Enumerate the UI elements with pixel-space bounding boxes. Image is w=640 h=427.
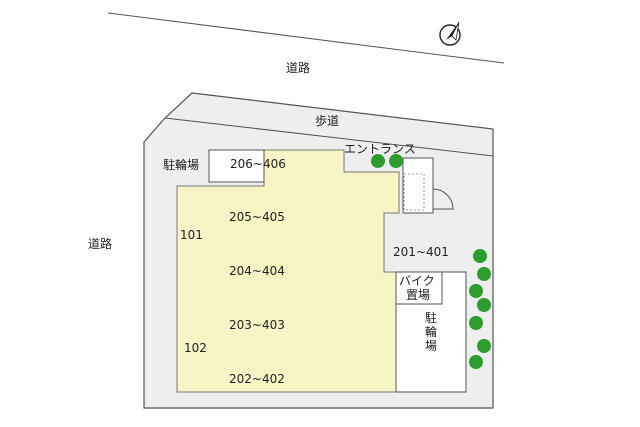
unit-label: 206~406	[230, 157, 286, 171]
tree-icon	[477, 298, 491, 312]
compass-icon	[439, 21, 461, 46]
tree-icon	[469, 284, 483, 298]
door-swing	[432, 188, 454, 210]
trees-entrance	[371, 154, 403, 168]
trees-east	[469, 249, 491, 369]
building-footprint	[176, 149, 400, 393]
unit-label: 102	[184, 341, 207, 355]
bike-parking-area	[395, 271, 443, 305]
unit-label: 205~405	[229, 210, 285, 224]
bicycle-parking-small	[208, 149, 265, 183]
unit-label: 203~403	[229, 318, 285, 332]
tree-icon	[469, 316, 483, 330]
bicycle-parking-large-label: 駐輪場	[424, 311, 437, 353]
unit-label: 202~402	[229, 372, 285, 386]
west-road-label: 道路	[88, 237, 113, 251]
road-edge-line	[107, 12, 505, 64]
tree-icon	[469, 355, 483, 369]
tree-icon	[477, 267, 491, 281]
bicycle-parking-small-label: 駐輪場	[163, 158, 200, 172]
bike-parking-label-line2: 置場	[406, 288, 431, 302]
entrance-label: エントランス	[344, 142, 416, 156]
tree-icon	[389, 154, 403, 168]
sidewalk-label: 歩道	[315, 114, 340, 128]
stair-hatching	[403, 173, 425, 211]
bike-parking-label-line1: バイク	[399, 274, 435, 288]
north-road-label: 道路	[286, 61, 311, 75]
unit-label: 101	[180, 228, 203, 242]
unit-label: 204~404	[229, 264, 285, 278]
tree-icon	[477, 339, 491, 353]
tree-icon	[371, 154, 385, 168]
unit-label: 201~401	[393, 245, 449, 259]
tree-icon	[473, 249, 487, 263]
entrance-stairs	[402, 157, 434, 214]
sidewalk-line	[164, 117, 494, 157]
